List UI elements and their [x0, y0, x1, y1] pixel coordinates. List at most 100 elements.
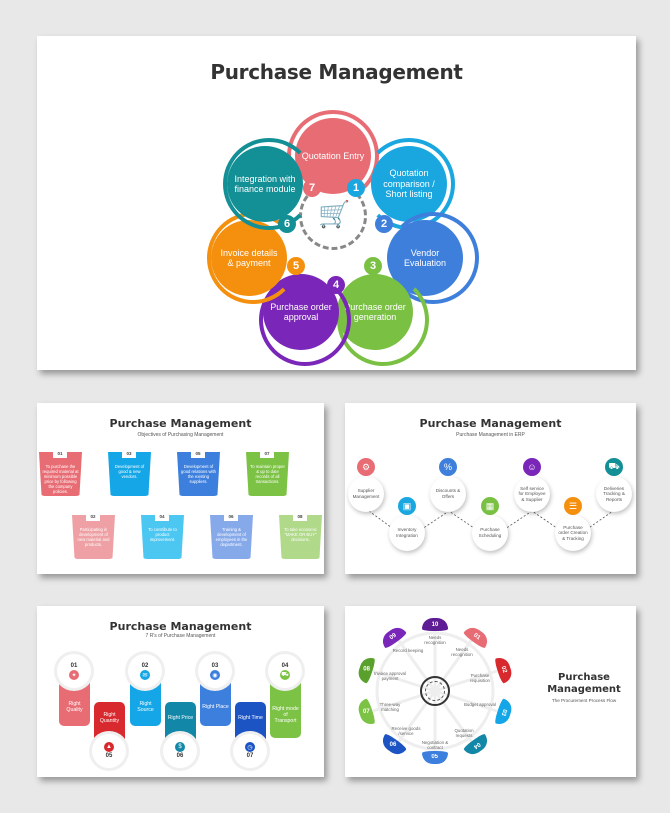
r-label: Right Time [238, 714, 263, 721]
objective-badge: 04 [155, 511, 169, 521]
objective-badge: 01 [53, 448, 67, 458]
step-finance-integration: Integration with finance module [227, 146, 303, 222]
proc-step-number: 05 [431, 754, 439, 761]
objective-card-03: Development of good & new vendors. [108, 452, 151, 496]
transport-truck-icon: ⛟ [280, 670, 290, 680]
r-label: Right mode of Transport [272, 705, 299, 725]
erp-node-self-service: Self service for Employee & Supplier [514, 476, 550, 512]
objective-badge: 08 [293, 511, 307, 521]
r-label: Right Source [137, 700, 154, 713]
slide-seven-rs[interactable]: Purchase Management 7 R's of Purchase Ma… [37, 606, 324, 777]
objective-card-01: To purchase the required material at min… [39, 452, 82, 496]
erp-node-label: Purchase Scheduling [478, 527, 502, 538]
proc-label-09: Record keeping [392, 648, 424, 653]
order-icon: ☰ [564, 497, 582, 515]
r-cap-03: 03◉ [198, 654, 232, 688]
step-label: Quotation comparison / Short listing [383, 168, 435, 200]
objective-card-02: Participating in development of new mate… [72, 515, 115, 559]
r-cap-02: 02✉ [128, 654, 162, 688]
slide-objectives[interactable]: Purchase Management Objectives of Purcha… [37, 403, 324, 574]
objective-text: Participating in development of new mate… [77, 527, 110, 547]
slide-erp[interactable]: Purchase Management Purchase Management … [345, 403, 636, 574]
slide-purchase-cycle[interactable]: Purchase Management 🛒 Quotation Entry Qu… [37, 36, 636, 370]
step-number-4: 4 [327, 276, 345, 294]
step-label: Vendor Evaluation [403, 247, 447, 269]
proc-label-08: Invoice approval payment [374, 671, 406, 682]
proc-label-04: Quotation requests [454, 728, 474, 739]
r-cap-06: $06 [163, 734, 197, 768]
proc-label-10: Needs recognition [424, 635, 446, 646]
r-number: 01 [70, 663, 78, 669]
proc-label-05: Negotiation & contract [421, 740, 449, 751]
slide-subtitle: Purchase Management in ERP [456, 432, 525, 438]
proc-step-number: 07 [362, 709, 370, 716]
place-icon: ◉ [210, 670, 220, 680]
objective-text: To purchase the required material at min… [42, 464, 79, 494]
delivery-icon: ⛟ [605, 458, 623, 476]
objective-text: To maintain proper & up to date records … [250, 464, 285, 484]
objective-text: Training & development of employees in t… [215, 527, 248, 547]
erp-node-label: Discounts & Offers [435, 488, 461, 499]
step-label: Integration with finance module [234, 173, 296, 195]
step-number-3: 3 [364, 257, 382, 275]
r-number: 07 [246, 753, 254, 759]
erp-node-label: Inventory Integration [396, 527, 418, 538]
quality-badge-icon: ✦ [69, 670, 79, 680]
erp-node-discounts: Discounts & Offers [430, 476, 466, 512]
r-cap-04: 04⛟ [268, 654, 302, 688]
slide-subtitle: The Procurement Process Flow [551, 698, 617, 703]
price-tag-icon: $ [175, 742, 185, 752]
proc-label-06: Receive goods /service [391, 726, 421, 737]
slide-title: Purchase Management [210, 60, 463, 84]
r-label: Right Price [167, 714, 194, 721]
erp-node-deliveries: Deliveries Tracking & Reports [596, 476, 632, 512]
objective-badge: 02 [86, 511, 100, 521]
step-number-7: 7 [303, 179, 321, 197]
step-number-1: 1 [347, 179, 365, 197]
source-icon: ✉ [140, 670, 150, 680]
erp-node-label: Self service for Employee & Supplier [518, 485, 546, 502]
r-label: Right Quality [66, 700, 83, 713]
step-number-6: 6 [278, 215, 296, 233]
proc-step-number: 06 [389, 742, 397, 749]
objective-badge: 07 [260, 448, 274, 458]
step-invoice-payment: Invoice details & payment [211, 220, 287, 296]
proc-label-07: Three-way matching [379, 702, 401, 713]
erp-node-supplier: Supplier Management [348, 476, 384, 512]
erp-node-scheduling: Purchase Scheduling [472, 515, 508, 551]
r-cap-01: 01✦ [57, 654, 91, 688]
slide-subtitle: Objectives of Purchasing Management [137, 432, 224, 438]
proc-label-02: Purchase requisition [469, 673, 490, 684]
schedule-icon: ▦ [481, 497, 499, 515]
objective-card-04: To contribute to product improvement. [141, 515, 184, 559]
objective-text: Development of good relations with the e… [181, 464, 216, 484]
r-number: 03 [211, 663, 219, 669]
slide-title: Purchase Management [109, 620, 252, 633]
r-number: 05 [105, 753, 113, 759]
slide-procurement-flow[interactable]: 10 01 02 03 04 05 06 07 08 09 Needs reco… [345, 606, 636, 777]
erp-node-po-tracking: Purchase order Creation & Tracking [555, 515, 591, 551]
slide-title: Purchase Management [109, 417, 252, 430]
objective-text: To take economic "MAKE OR BUY" decisions… [284, 527, 317, 542]
erp-node-inventory: Inventory Integration [389, 515, 425, 551]
r-number: 02 [141, 663, 149, 669]
step-quotation-comparison: Quotation comparison / Short listing [371, 146, 447, 222]
r-number: 04 [281, 663, 289, 669]
step-label: Quotation Entry [301, 150, 365, 161]
step-label: Purchase order generation [344, 301, 406, 323]
step-po-approval: Purchase order approval [263, 274, 339, 350]
petal-ring-6 [223, 138, 315, 230]
r-number: 06 [176, 753, 184, 759]
r-cap-05: ▲05 [92, 734, 126, 768]
erp-node-label: Deliveries Tracking & Reports [603, 485, 625, 502]
proc-step-10: 10 [422, 618, 448, 631]
self-service-icon: ☺ [523, 458, 541, 476]
step-label: Invoice details & payment [220, 247, 278, 269]
supplier-icon: ⚙ [357, 458, 375, 476]
inventory-icon: ▣ [398, 497, 416, 515]
step-number-5: 5 [287, 257, 305, 275]
proc-label-01: Needs recognition [451, 647, 473, 658]
objective-card-07: To maintain proper & up to date records … [246, 452, 289, 496]
objective-badge: 05 [191, 448, 205, 458]
proc-label-03: Budget approval [464, 702, 496, 707]
